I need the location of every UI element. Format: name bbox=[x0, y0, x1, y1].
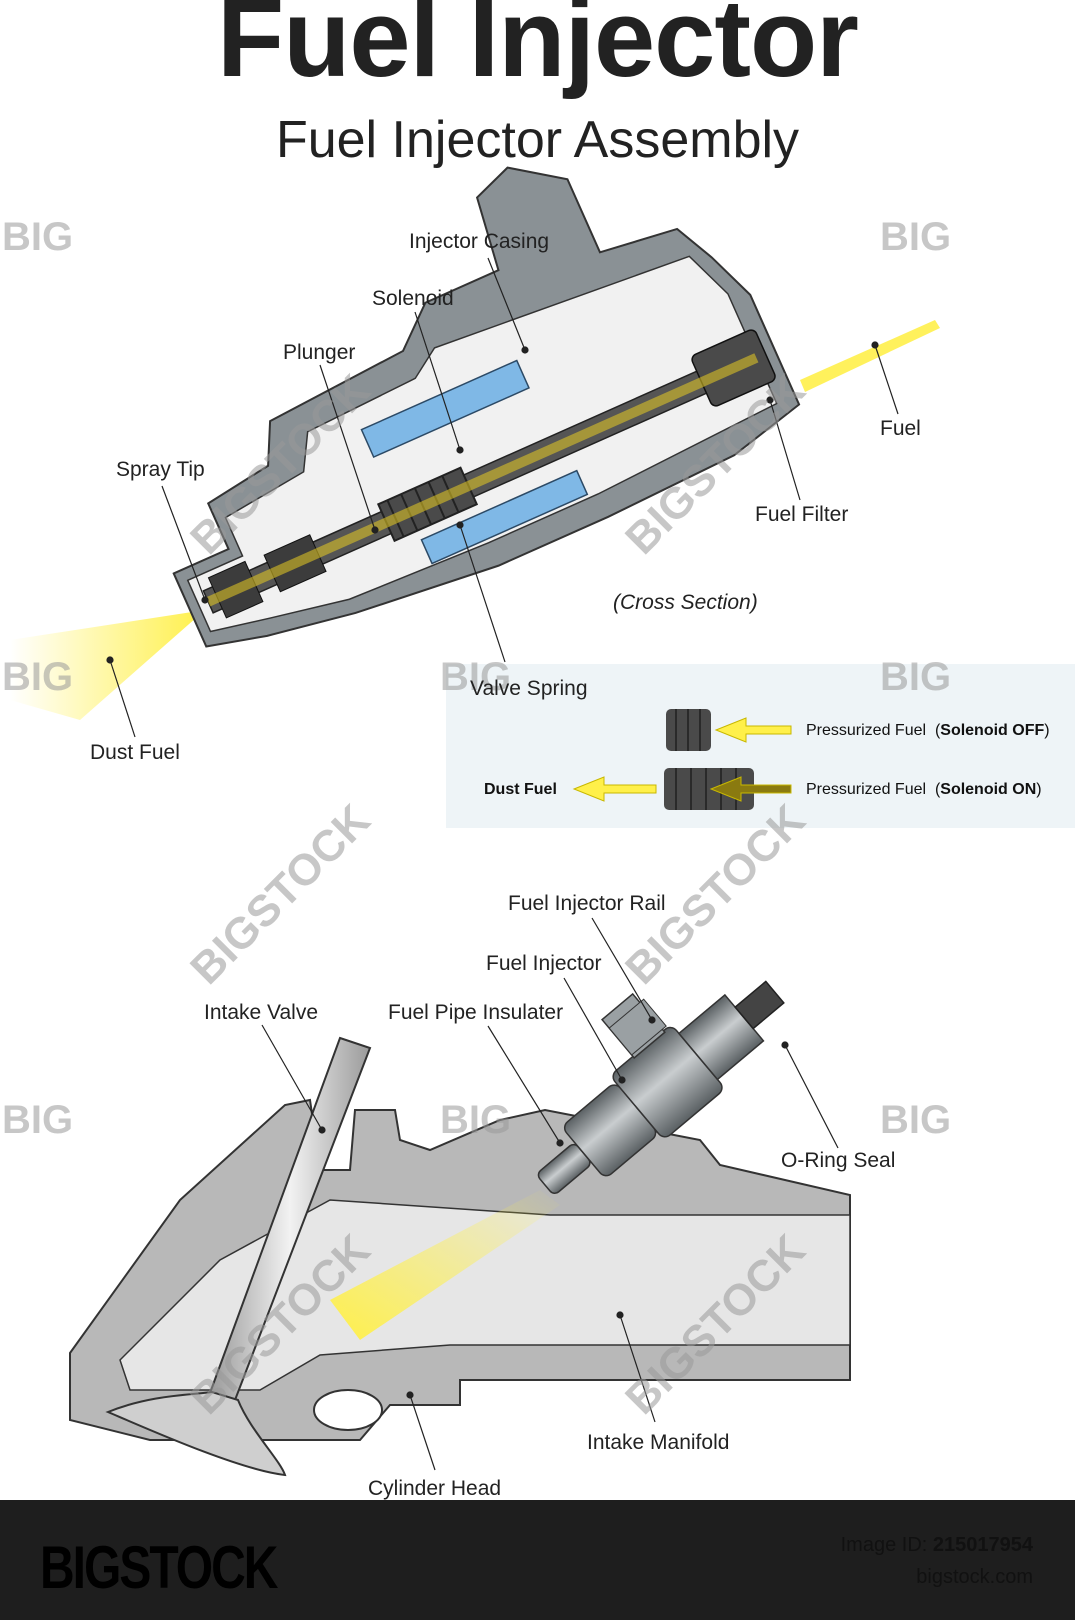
footer-image-id: Image ID: 215017954 bbox=[841, 1534, 1033, 1557]
assembly-leaders bbox=[261, 917, 839, 1471]
spring-open-icon bbox=[664, 768, 754, 810]
label-injector-casing: Injector Casing bbox=[409, 230, 550, 253]
page-subtitle: Fuel Injector Assembly bbox=[275, 111, 800, 169]
watermark-big: BIG bbox=[2, 655, 74, 699]
legend-graphics bbox=[572, 709, 792, 810]
arrow-dust-fuel-icon bbox=[572, 776, 657, 802]
watermark-big: BIG bbox=[880, 215, 952, 259]
coolant-passage bbox=[313, 1389, 383, 1431]
watermark-big: BIG bbox=[880, 1098, 952, 1142]
label-cylinder-head: Cylinder Head bbox=[368, 1477, 502, 1500]
legend-row-on: Pressurized Fuel (Solenoid ON) bbox=[806, 781, 1042, 798]
label-fuel-injector: Fuel Injector bbox=[486, 952, 602, 975]
legend-dust-fuel: Dust Fuel bbox=[484, 781, 557, 798]
label-intake-valve: Intake Valve bbox=[204, 1001, 319, 1024]
cross-section-leaders bbox=[106, 257, 899, 738]
label-plunger: Plunger bbox=[283, 341, 356, 364]
label-fuel-pipe-insulater: Fuel Pipe Insulater bbox=[388, 1001, 564, 1024]
assembly-drawing bbox=[69, 980, 851, 1477]
label-solenoid: Solenoid bbox=[372, 287, 454, 310]
legend-row-on-text: Pressurized Fuel bbox=[806, 781, 927, 798]
label-fuel-filter: Fuel Filter bbox=[755, 503, 849, 526]
legend-row-on-state: Solenoid ON bbox=[940, 781, 1037, 798]
footer-bar: BIGSTOCK Image ID: 215017954 bigstock.co… bbox=[0, 1500, 1075, 1620]
footer-site-link[interactable]: bigstock.com bbox=[916, 1566, 1033, 1588]
label-o-ring-seal: O-Ring Seal bbox=[781, 1149, 896, 1172]
legend-row-off-text: Pressurized Fuel bbox=[806, 722, 927, 739]
arrow-pressurized-on-icon bbox=[709, 776, 792, 802]
footer-brand-logo[interactable]: BIGSTOCK bbox=[40, 1535, 278, 1602]
dust-fuel-spray bbox=[10, 610, 205, 720]
cross-section-note: (Cross Section) bbox=[613, 591, 758, 614]
label-intake-manifold: Intake Manifold bbox=[587, 1431, 730, 1454]
label-fuel: Fuel bbox=[880, 417, 921, 440]
solenoid-coil-bottom bbox=[420, 469, 589, 565]
watermark-big: BIG bbox=[440, 1098, 512, 1142]
watermark-big: BIG bbox=[2, 215, 74, 259]
cross-section-injector bbox=[10, 166, 940, 720]
injector-spray bbox=[330, 1190, 560, 1340]
page-title: Fuel Injector bbox=[217, 0, 859, 100]
arrow-pressurized-off-icon bbox=[714, 717, 792, 743]
label-spray-tip: Spray Tip bbox=[116, 458, 205, 481]
watermark-big: BIG bbox=[440, 655, 512, 699]
image-id-label: Image ID: bbox=[840, 1534, 928, 1556]
label-fuel-injector-rail: Fuel Injector Rail bbox=[508, 892, 666, 915]
watermark-big: BIG bbox=[880, 655, 952, 699]
legend-row-off: Pressurized Fuel (Solenoid OFF) bbox=[806, 722, 1050, 739]
watermark-big: BIG bbox=[2, 1098, 74, 1142]
image-id-value: 215017954 bbox=[932, 1534, 1033, 1556]
intake-valve-head bbox=[105, 1390, 287, 1477]
legend-row-off-state: Solenoid OFF bbox=[940, 722, 1045, 739]
fuel-input-stream bbox=[800, 320, 940, 392]
label-valve-spring: Valve Spring bbox=[470, 677, 588, 700]
label-dust-fuel: Dust Fuel bbox=[90, 741, 180, 764]
diagram-artwork bbox=[10, 166, 940, 1477]
legend-panel: Pressurized Fuel (Solenoid OFF) Pressuri… bbox=[446, 664, 1075, 828]
